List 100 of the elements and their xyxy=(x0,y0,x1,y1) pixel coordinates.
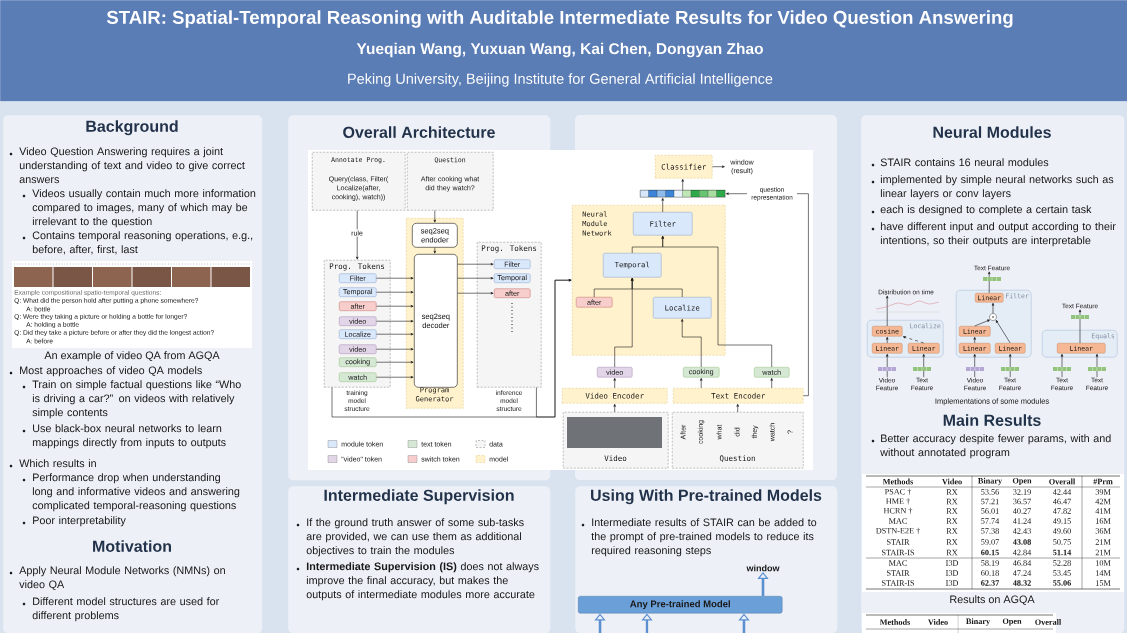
table-cell: 14M xyxy=(1096,570,1111,576)
arrow xyxy=(770,377,773,389)
feature-vector xyxy=(640,189,726,198)
table-cell: Video xyxy=(928,619,948,625)
table-cell: 15M xyxy=(1096,580,1111,586)
table-cell: Overall xyxy=(1035,619,1062,625)
bullet-point: Better accuracy despite fewer params, with and without annotated program xyxy=(871,434,1111,459)
table-cell: 52.28 xyxy=(1053,560,1071,566)
arrow xyxy=(922,353,925,378)
table-cell: 51.14 xyxy=(1053,549,1072,556)
table-cell: I3D xyxy=(945,570,959,576)
bullet-point: Which results in xyxy=(9,459,96,468)
arrow xyxy=(376,305,414,308)
bullet-point: Apply Neural Module Networks (NMNs) on video QA xyxy=(9,566,225,591)
arrow xyxy=(974,319,990,327)
table-cell: Binary xyxy=(966,618,990,626)
section-heading: Background xyxy=(86,120,178,136)
arrow xyxy=(886,336,889,344)
table-cell: 49.60 xyxy=(1052,528,1071,534)
table-cell: 60.15 xyxy=(981,549,999,556)
table-cell: RX xyxy=(946,528,958,534)
arrow xyxy=(376,361,414,364)
arrow xyxy=(376,291,414,294)
author-list: Yueqian Wang, Yuxuan Wang, Kai Chen, Dongyan Zhao xyxy=(356,42,763,58)
arrow xyxy=(1095,353,1099,378)
bullet-point: each is designed to complete a certain task xyxy=(871,205,1092,216)
table-cell: 59.07 xyxy=(981,539,999,545)
table-cell: I3D xyxy=(945,580,959,586)
table-cell: STAIR-IS xyxy=(882,549,914,556)
table-cell: Open xyxy=(1002,618,1022,626)
arrow xyxy=(376,348,414,351)
table-cell: 46.47 xyxy=(1052,498,1071,505)
table-cell: 46.84 xyxy=(1012,560,1032,566)
arrow xyxy=(457,292,494,295)
figure-caption: Results on AGQA xyxy=(950,595,1035,606)
table-cell: Overall xyxy=(1049,478,1076,485)
table-cell: 47.82 xyxy=(1052,508,1071,514)
table-cell: 53.45 xyxy=(1053,570,1071,576)
arrow xyxy=(376,320,414,323)
arrow xyxy=(712,165,725,168)
table-cell: RX xyxy=(946,539,958,545)
section-heading: Using With Pre-trained Models xyxy=(591,489,822,505)
table-cell: 41.24 xyxy=(1012,518,1032,524)
bullet-point: Videos usually contain much more information compared to images, many of which may be irrelevant to the question xyxy=(22,189,256,228)
table-cell: Video xyxy=(942,478,962,485)
arrow xyxy=(613,377,616,389)
table-cell: 57.74 xyxy=(981,518,1000,524)
section-heading: Overall Architecture xyxy=(343,126,495,138)
arrow xyxy=(736,403,739,413)
arrow xyxy=(700,377,703,389)
bullet-point: Different model structures are used for different problems xyxy=(22,597,220,622)
bullet-point: STAIR contains 16 neural modules xyxy=(871,158,1049,167)
arrow xyxy=(973,336,976,344)
arrow xyxy=(886,353,889,378)
table-cell: MAC xyxy=(888,560,907,566)
arrow xyxy=(376,376,414,379)
table-cell: Binary xyxy=(978,477,1002,486)
section-heading: Neural Modules xyxy=(933,126,1051,138)
arrow xyxy=(886,295,889,327)
table-cell: 40.27 xyxy=(1012,508,1031,514)
arrow xyxy=(661,235,772,368)
poster-title: STAIR: Spatial-Temporal Reasoning with Auditable Intermediate Results for Video Question Answering xyxy=(106,10,1013,28)
bullet-point: Contains temporal reasoning operations, e.g., before, after, first, last xyxy=(22,231,253,255)
arrow xyxy=(973,353,976,378)
table-cell: RX xyxy=(946,549,958,556)
bullet-point: Train on simple factual questions like “Who is driving a car?” on videos with relatively simple contents xyxy=(22,380,241,419)
arrow xyxy=(433,210,437,223)
bullet-point: Intermediate results of STAIR can be added to the prompt of pre-trained models to reduce its required reasoning steps xyxy=(581,518,817,557)
bullet-point: Use black-box neural networks to learn mappings directly from inputs to outputs xyxy=(22,424,226,449)
operator-circle xyxy=(989,313,997,321)
table-cell: RX xyxy=(946,518,958,524)
bullet-point: Most approaches of video QA models xyxy=(9,366,202,377)
table-cell: 50.75 xyxy=(1053,539,1071,545)
table-cell: 42.84 xyxy=(1012,549,1032,556)
arrow xyxy=(631,277,683,298)
figure-caption: An example of video QA from AGQA xyxy=(44,351,220,362)
table-cell: 55.06 xyxy=(1053,580,1071,586)
table-cell: Open xyxy=(1012,477,1032,486)
table-cell: #Prm xyxy=(1093,478,1113,485)
table-cell: 21M xyxy=(1095,549,1111,556)
arrow xyxy=(536,279,572,418)
arrow xyxy=(988,271,991,294)
table-cell: 62.37 xyxy=(981,580,1000,586)
section-heading: Intermediate Supervision xyxy=(324,489,514,505)
table-cell: 57.38 xyxy=(981,528,999,534)
arrow xyxy=(356,210,359,260)
table-cell: RX xyxy=(946,489,958,495)
table-cell: 49.15 xyxy=(1052,518,1071,524)
arrow xyxy=(1078,309,1082,344)
table-cell: 42.44 xyxy=(1052,489,1072,495)
table-cell: 36M xyxy=(1095,528,1111,534)
table-cell: PSAC † xyxy=(884,488,912,496)
table-cell: HME † xyxy=(886,498,910,505)
arrow xyxy=(457,277,494,280)
bullet-point: Poor interpretability xyxy=(22,516,126,527)
table-cell: 60.18 xyxy=(981,570,999,576)
arrow xyxy=(376,277,414,280)
arrow xyxy=(681,318,702,368)
table-cell: 41M xyxy=(1095,508,1111,514)
bullet-point: have different input and output according to their intentions, so their outputs are interpretable xyxy=(871,222,1116,247)
